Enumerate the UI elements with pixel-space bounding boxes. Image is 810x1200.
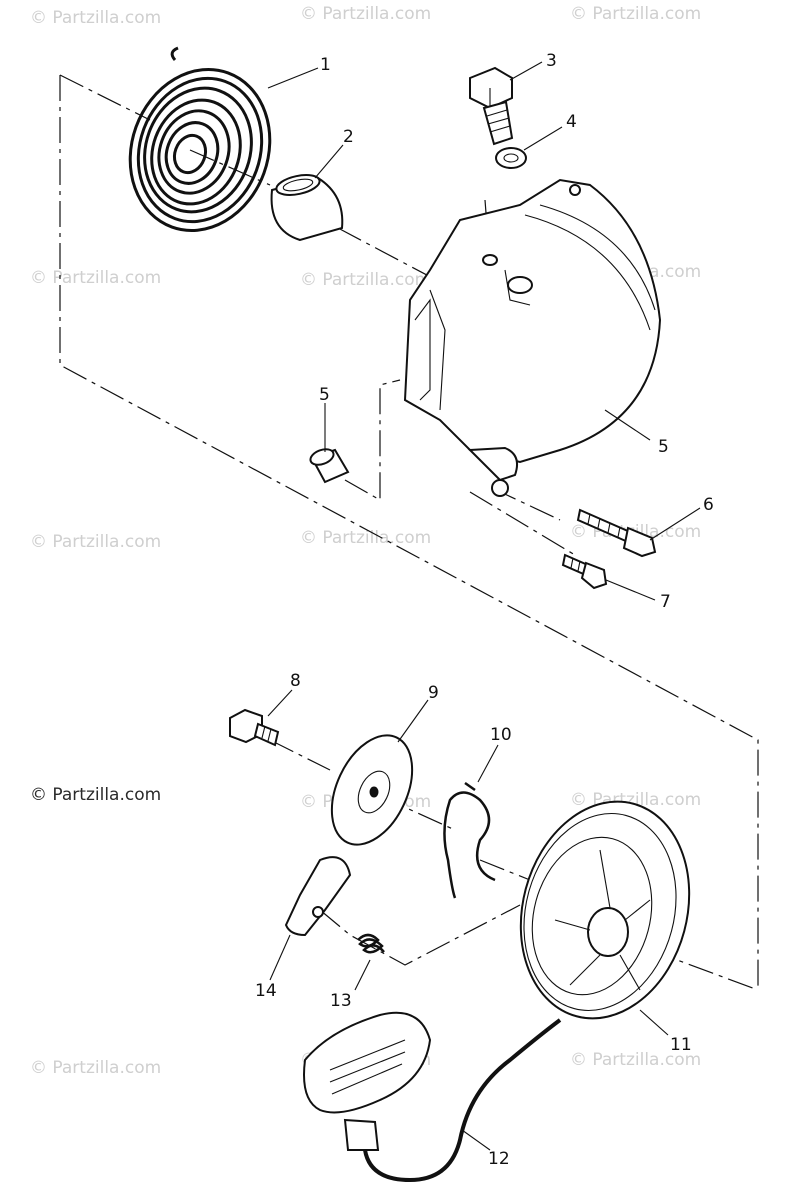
starter-handle-rope (303, 1011, 562, 1183)
callout-6: 6 (703, 495, 714, 515)
watermark: © Partzilla.com (300, 4, 432, 24)
ratchet-pawl (284, 856, 352, 937)
callout-4: 4 (566, 112, 577, 132)
callout-13: 13 (330, 991, 352, 1011)
watermark: © Partzilla.com (30, 268, 162, 288)
watermark: © Partzilla.com (570, 1050, 702, 1070)
callouts: 1 2 3 4 5 5 6 7 8 9 10 11 12 13 14 (255, 51, 714, 1169)
short-bolt (561, 553, 608, 590)
callout-7: 7 (660, 592, 671, 612)
recoil-spring (128, 46, 272, 232)
callout-5-housing: 5 (658, 437, 669, 457)
leader-lines (267, 61, 701, 1151)
watermark: © Partzilla.com (30, 532, 162, 552)
callout-2: 2 (343, 127, 354, 147)
housing-bushing (309, 448, 350, 484)
callout-14: 14 (255, 981, 277, 1001)
callout-1: 1 (320, 55, 331, 75)
starter-housing (403, 178, 662, 497)
callout-5-bushing: 5 (319, 385, 330, 405)
pawl-spring (357, 933, 385, 954)
starter-pulley (519, 800, 691, 1020)
pulley-bolt (229, 708, 280, 747)
friction-plate (330, 734, 414, 846)
callout-3: 3 (546, 51, 557, 71)
callout-11: 11 (670, 1035, 692, 1055)
callout-10: 10 (490, 725, 512, 745)
washer (495, 147, 527, 169)
spring-clip (443, 781, 496, 899)
watermark: © Partzilla.com (30, 8, 162, 28)
long-bolt (576, 508, 657, 558)
watermark-main: © Partzilla.com (30, 785, 162, 805)
watermark: © Partzilla.com (300, 528, 432, 548)
callout-8: 8 (290, 671, 301, 691)
callout-12: 12 (488, 1149, 510, 1169)
callout-9: 9 (428, 683, 439, 703)
flange-bolt (469, 66, 514, 146)
watermark: © Partzilla.com (570, 4, 702, 24)
bushing (270, 174, 344, 242)
watermark: © Partzilla.com (300, 270, 432, 290)
watermark: © Partzilla.com (30, 1058, 162, 1078)
